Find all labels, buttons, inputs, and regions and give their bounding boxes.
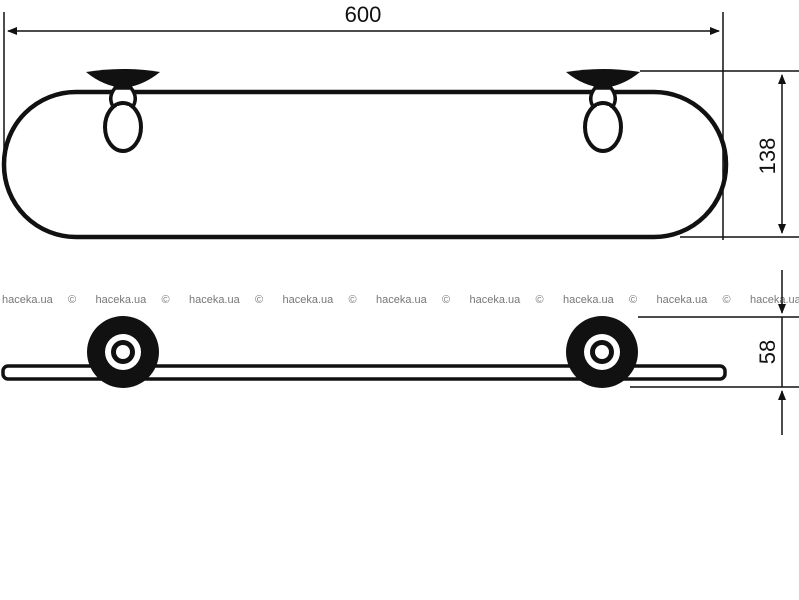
- watermark-separator: ©: [723, 294, 731, 306]
- watermark-row: haceka.ua © haceka.ua © haceka.ua © haceka.ua ©…: [2, 294, 799, 306]
- watermark-text: haceka.ua: [657, 294, 709, 306]
- height-dimension: 58: [630, 270, 799, 435]
- front-view: 58: [1, 270, 799, 435]
- height-dimension-label: 58: [755, 340, 780, 364]
- bracket-knob-left: [103, 101, 143, 153]
- watermark-text: haceka.ua: [376, 294, 428, 306]
- holder-center-left: [116, 345, 130, 359]
- top-view: 600 138: [1, 2, 799, 240]
- watermark-separator: ©: [442, 294, 450, 306]
- glass-shelf-top-outline: [1, 89, 729, 240]
- glass-shelf-front: [1, 364, 727, 381]
- bracket-plate-left: [86, 69, 160, 88]
- bracket-knob-right: [583, 101, 623, 153]
- depth-dimension-label: 138: [755, 138, 780, 175]
- holder-bracket-right: [566, 69, 640, 153]
- watermark-text: haceka.ua: [96, 294, 148, 306]
- holder-center-right: [595, 345, 609, 359]
- depth-dimension: 138: [640, 70, 799, 238]
- watermark-text: haceka.ua: [189, 294, 241, 306]
- watermark-text: haceka.ua: [563, 294, 615, 306]
- bracket-plate-right: [566, 69, 640, 88]
- watermark-separator: ©: [68, 294, 76, 306]
- watermark-separator: ©: [629, 294, 637, 306]
- watermark-text: haceka.ua: [283, 294, 335, 306]
- watermark-text: haceka.ua: [750, 294, 799, 306]
- bracket-gap-right: [597, 106, 609, 112]
- watermark-separator: ©: [349, 294, 357, 306]
- width-dimension: 600: [3, 2, 724, 240]
- holder-bracket-left: [86, 69, 160, 153]
- watermark-separator: ©: [162, 294, 170, 306]
- bracket-gap-left: [117, 106, 129, 112]
- watermark-separator: ©: [536, 294, 544, 306]
- round-holder-right: [566, 316, 638, 388]
- watermark-text: haceka.ua: [470, 294, 522, 306]
- watermark-text: haceka.ua: [2, 294, 54, 306]
- watermark-separator: ©: [255, 294, 263, 306]
- width-dimension-label: 600: [345, 2, 382, 27]
- round-holder-left: [87, 316, 159, 388]
